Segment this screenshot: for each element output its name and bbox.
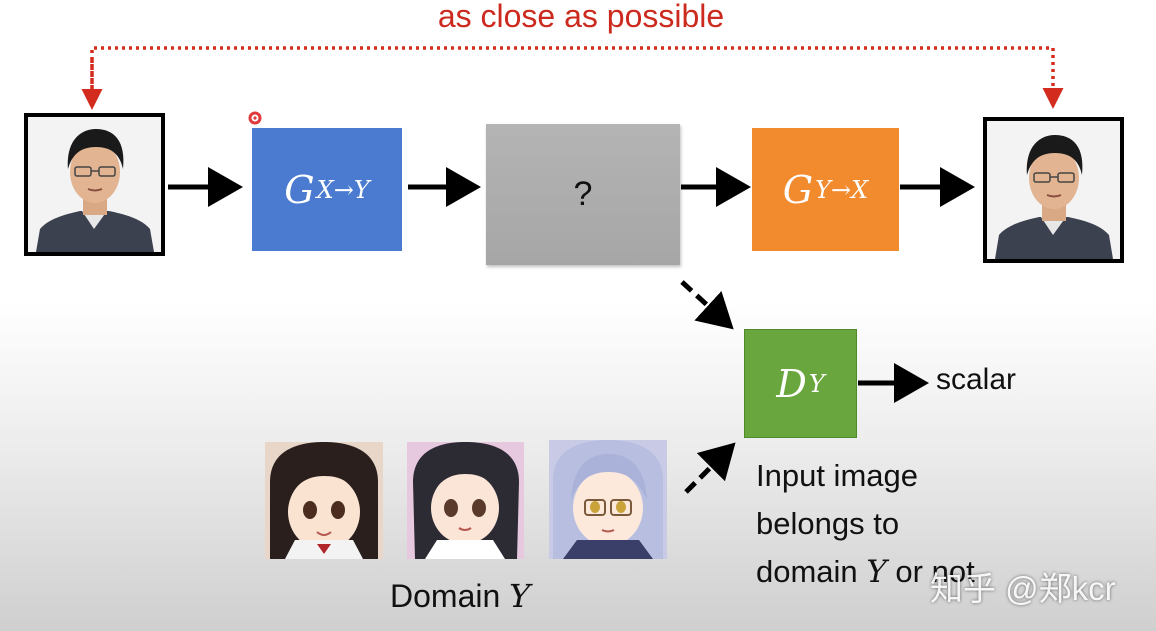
unknown-label: ?	[573, 175, 593, 213]
top-label: as close as possible	[437, 0, 725, 34]
person-icon	[28, 117, 161, 252]
caption-symbol: Y	[866, 554, 887, 590]
generator-xy-main: G	[284, 167, 315, 212]
anime-face-icon	[549, 440, 667, 559]
caption-tail: or not	[895, 554, 975, 589]
caption-line-2: belongs to	[756, 506, 900, 541]
watermark: 知乎 @郑kcr	[930, 570, 1116, 607]
scalar-label: scalar	[936, 363, 1017, 396]
anime-image-1	[265, 442, 383, 559]
red-dotted-loop	[90, 46, 1064, 109]
anime-face-icon	[407, 442, 524, 559]
reconstructed-photo	[983, 117, 1124, 263]
person-icon	[987, 121, 1120, 259]
unknown-intermediate-box: ?	[486, 124, 680, 265]
caption-domain: domain	[756, 554, 858, 589]
arrow-unknown-to-d	[680, 280, 734, 330]
discriminator-caption: Input image belongs to domain Y or not	[756, 452, 975, 596]
discriminator-main: D	[776, 361, 807, 406]
caption-line-3: domain Y or not	[756, 548, 975, 596]
anime-image-2	[407, 442, 524, 559]
anime-face-icon	[265, 442, 383, 559]
generator-yx-sub: Y→X	[815, 175, 869, 204]
generator-xy-sub: X→Y	[316, 175, 370, 204]
pointer-dot	[248, 111, 262, 125]
domain-label: Domain Y	[390, 577, 530, 615]
discriminator-sub: Y	[808, 369, 825, 398]
domain-label-text: Domain	[390, 578, 501, 614]
input-photo	[24, 113, 165, 256]
caption-line-1: Input image	[756, 458, 918, 493]
generator-yx-main: G	[782, 167, 814, 212]
anime-image-3	[549, 440, 667, 559]
domain-symbol: Y	[509, 577, 531, 615]
arrow-domain-to-d	[684, 442, 736, 494]
